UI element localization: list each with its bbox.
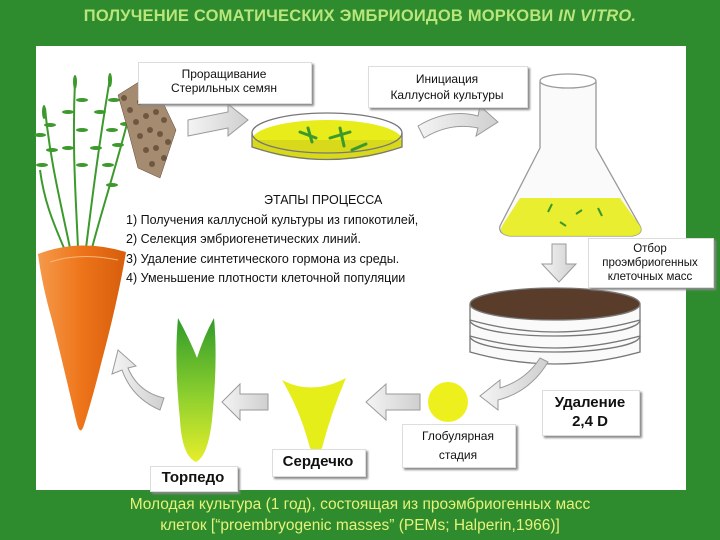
arrow-heart-to-torpedo [221,382,269,422]
petri-dish-seedlings [251,112,403,161]
initiation-label: Инициация Каллусной культуры [368,71,526,103]
removal-label: Удаление 2,4 D [542,393,638,431]
process-arrows [111,102,578,422]
footer-caption: Молодая культура (1 год), состоящая из п… [0,490,720,540]
stage-item-1: 1) Получения каллусной культуры из гипок… [126,212,419,227]
globular-label-box [402,424,516,468]
arrow-dish-to-flask [417,105,499,139]
torpedo-label: Торпедо [161,469,225,486]
stages-heading: ЭТАПЫ ПРОЦЕССА [264,193,383,207]
heart-embryo [282,378,346,452]
stage-item-4: 4) Уменьшение плотности клеточной популя… [126,271,406,285]
stage-item-3: 3) Удаление синтетического гормона из ср… [126,251,400,266]
page-title: ПОЛУЧЕНИЕ СОМАТИЧЕСКИХ ЭМБРИОИДОВ МОРКОВ… [0,0,720,32]
heart-label-box [272,449,366,477]
torpedo-label-box [150,466,238,492]
germination-label: Проращивание Стерильных семян [138,67,310,95]
stages-block: ЭТАПЫ ПРОЦЕССА 1) Получения каллусной ку… [126,191,546,289]
title-bar [0,0,720,32]
initiation-line-2: Каллусной культуры [390,88,504,102]
arrow-torpedo-to-carrot [111,349,165,411]
selection-line-3: клеточных масс [607,271,693,283]
selection-label: Отбор проэмбриогенных клеточных масс [588,242,712,284]
initiation-label-box [368,66,528,108]
carrot-leaflets [34,73,132,187]
removal-line-2: 2,4 D [572,413,608,430]
globular-label: Глобулярная стадия [402,427,514,465]
globular-line-1: Глобулярная [422,429,494,443]
selection-line-1: Отбор [633,243,667,255]
selection-label-box [588,238,714,288]
heart-label: Сердечко [282,453,354,470]
germination-line-1: Проращивание [181,67,267,81]
footer-line-2: клеток [“proembryogenic masses” (PEMs; H… [160,517,560,534]
arrow-dish-to-globular [479,357,549,412]
arrow-globular-to-heart [365,382,421,422]
culture-flask [499,73,642,237]
footer-line-1: Молодая культура (1 год), состоящая из п… [129,496,591,513]
removal-line-1: Удаление [554,394,626,411]
removal-label-box [542,390,640,436]
carrot-foliage [39,77,129,249]
germination-line-2: Стерильных семян [171,81,277,95]
arrow-flask-down [540,243,578,283]
title-italic: IN VITRO. [558,7,637,25]
carrot-root [38,245,126,431]
arrow-seed-to-dish [187,102,249,138]
title-main: ПОЛУЧЕНИЕ СОМАТИЧЕСКИХ ЭМБРИОИДОВ МОРКОВ… [83,7,554,25]
torpedo-embryo [176,318,216,462]
stage-item-2: 2) Селекция эмбриогенетических линий. [126,232,362,246]
selection-line-2: проэмбриогенных [602,257,698,269]
initiation-line-1: Инициация [415,72,479,86]
globular-line-2: стадия [438,448,478,462]
stacked-petri-dishes [469,287,641,365]
germination-label-box [138,62,312,104]
globular-embryo [428,382,468,422]
